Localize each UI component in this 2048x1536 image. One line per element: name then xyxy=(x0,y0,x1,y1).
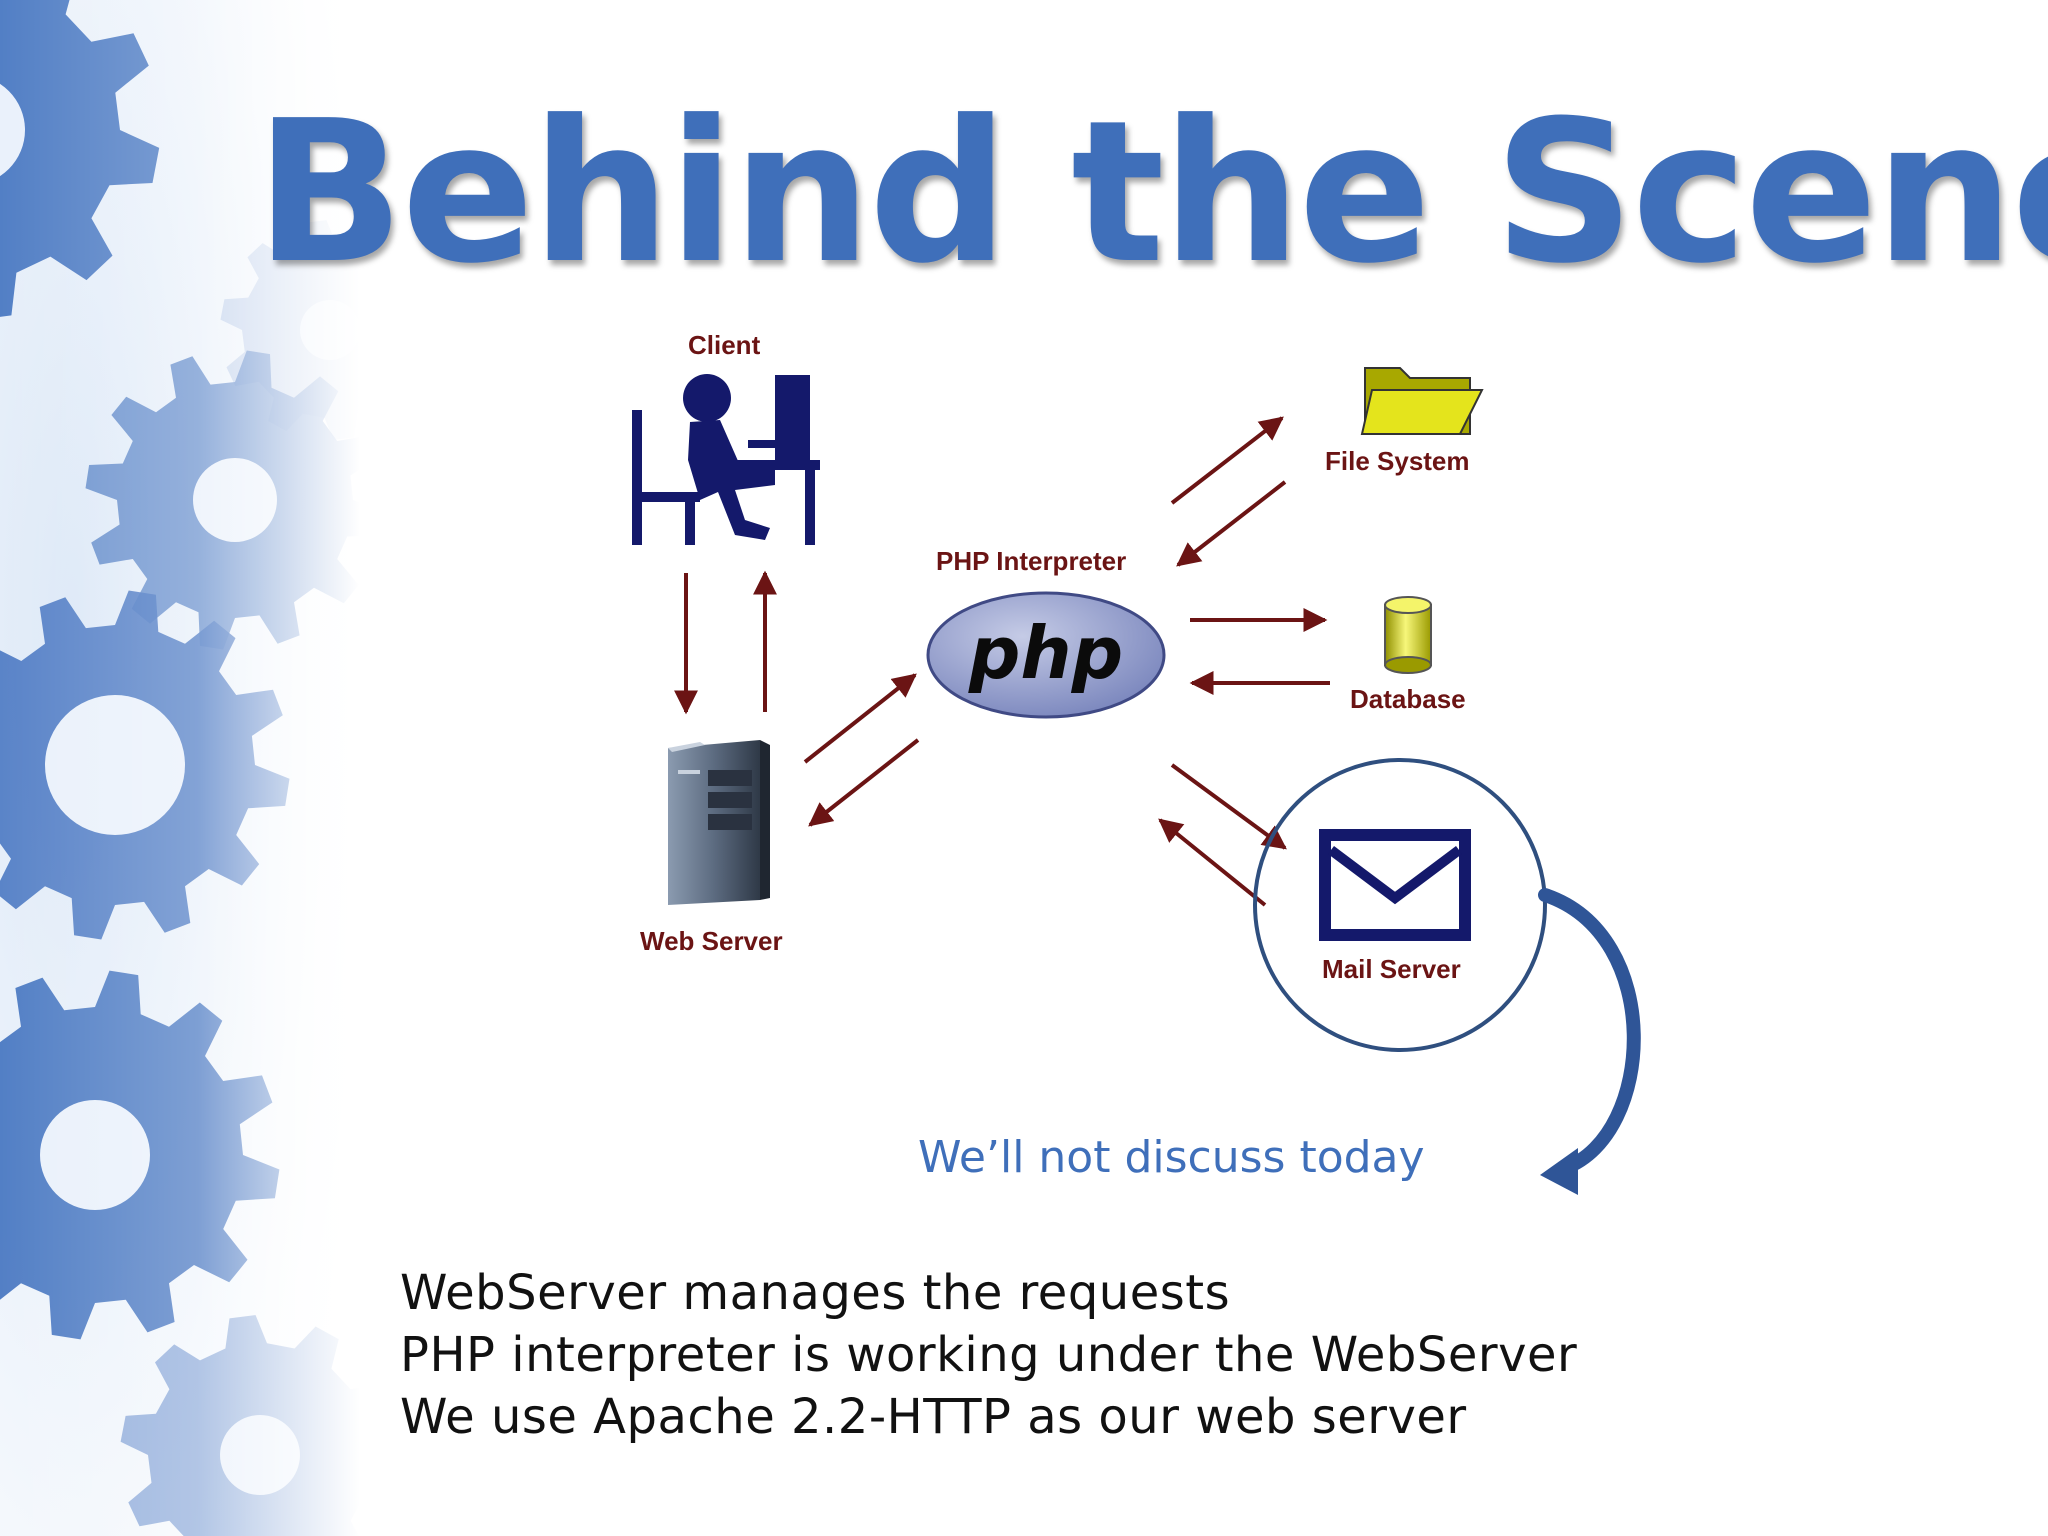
bullet-item: We use Apache 2.2-HTTP as our web server xyxy=(400,1389,1467,1445)
gears-background xyxy=(0,0,360,1536)
bullet-item: WebServer manages the requests xyxy=(400,1265,1231,1321)
php-to-mailserver-arrow xyxy=(1170,763,1287,850)
php-to-webserver-arrow xyxy=(808,738,920,827)
filesystem-to-php-arrow xyxy=(1176,480,1287,567)
slide-title: Behind the Scene xyxy=(255,79,2048,307)
bullet-list: WebServer manages the requests PHP inter… xyxy=(400,1262,1577,1448)
mail-server-highlight-circle xyxy=(1253,758,1547,1052)
mail-server-label: Mail Server xyxy=(1322,954,1461,984)
database-label: Database xyxy=(1350,684,1466,714)
file-system-label: File System xyxy=(1325,446,1470,476)
database-icon xyxy=(1384,596,1432,674)
folder-icon xyxy=(1360,367,1484,435)
webserver-to-php-arrow xyxy=(803,673,917,764)
php-logo-icon: php xyxy=(926,591,1166,719)
mailserver-to-php-arrow xyxy=(1158,818,1267,907)
web-server-icon xyxy=(668,740,770,905)
web-server-label: Web Server xyxy=(640,926,783,956)
client-label: Client xyxy=(688,330,761,360)
php-to-filesystem-arrow xyxy=(1170,416,1284,505)
callout-curved-arrow xyxy=(1538,888,1641,1175)
mail-icon xyxy=(1319,829,1471,941)
bullet-item: PHP interpreter is working under the Web… xyxy=(400,1327,1578,1383)
php-logo-text: php xyxy=(968,611,1123,695)
callout-note: We’ll not discuss today xyxy=(918,1132,1425,1183)
client-icon xyxy=(632,374,820,545)
php-interpreter-label: PHP Interpreter xyxy=(936,546,1126,576)
callout-arrowhead xyxy=(1540,1148,1578,1195)
